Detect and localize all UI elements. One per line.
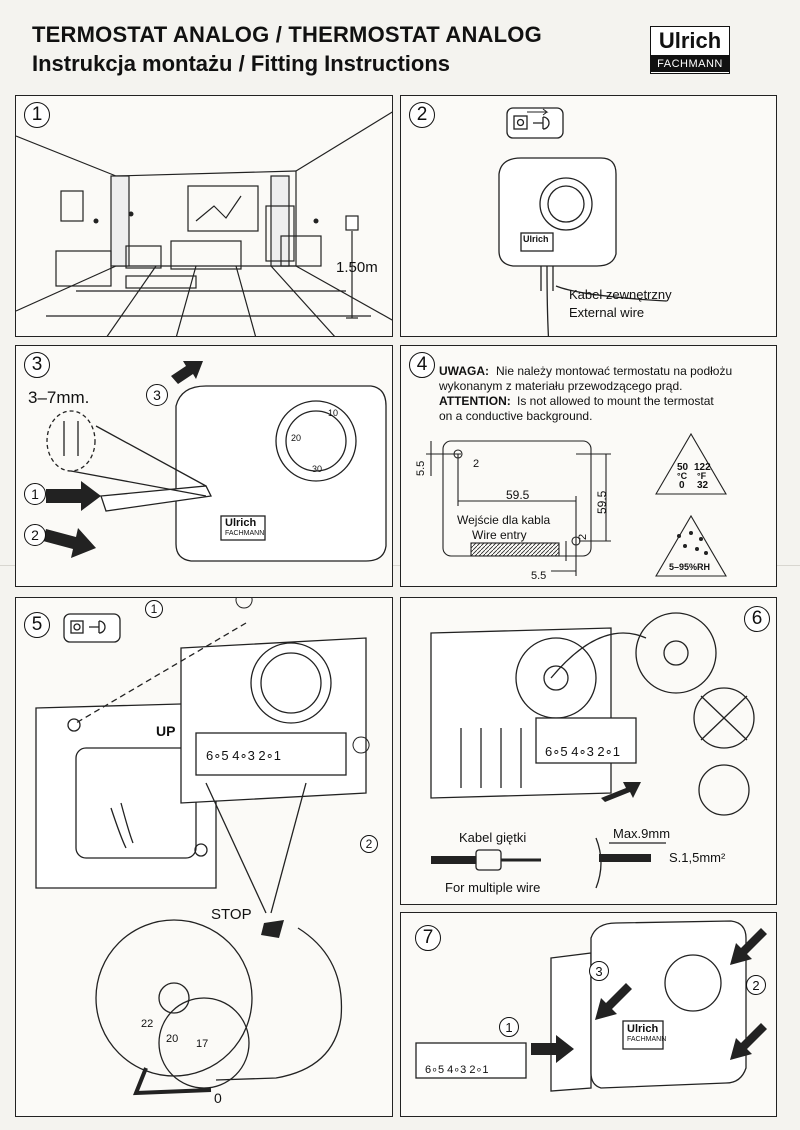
dim-2: 2 (473, 458, 480, 470)
temp-celsius-min: 0 (679, 480, 685, 491)
dial-label: 10 (328, 408, 339, 418)
callout-1: 1 (145, 600, 163, 618)
callout-2: 2 (746, 975, 766, 995)
strip-length: 3–7mm. (28, 388, 90, 407)
header: TERMOSTAT ANALOG / THERMOSTAT ANALOG Ins… (32, 22, 772, 82)
dial-label: 20 (166, 1033, 179, 1045)
cable-label-pl: Kabel giętki (459, 830, 527, 845)
logo-sub: FACHMANN (651, 55, 729, 72)
terminal-strip: 6∘5 4∘3 2∘1 (206, 748, 282, 763)
temp-celsius-max: 50 (677, 462, 689, 473)
step-1-panel: 1 1.50m (15, 95, 393, 337)
up-marker: UP (156, 723, 176, 739)
step-number: 4 (409, 352, 435, 378)
warning-text-pl-2: wykonanym z materiału przewodzącego prąd… (439, 379, 683, 393)
dial-label: 17 (196, 1038, 209, 1050)
dim-5-5-vertical: 5.5 (415, 460, 427, 476)
mounting-height: 1.50m (336, 259, 378, 276)
dial-label: 20 (291, 433, 302, 443)
cover-removal-illustration (43, 361, 387, 562)
step-3-panel: 3 3–7mm. 1 2 3 Ulrich FACHMANN 10 20 30 (15, 345, 393, 587)
cover-brand-sub: FACHMANN (627, 1036, 667, 1043)
step-number: 7 (415, 925, 441, 951)
warning-label-en: ATTENTION: (439, 394, 511, 408)
wire-label-en: External wire (569, 305, 645, 320)
dimension-drawing (426, 432, 727, 577)
callout-2: 2 (360, 835, 378, 853)
stop-label: STOP (211, 906, 252, 923)
cover-brand-sub: FACHMANN (225, 530, 265, 537)
temp-celsius-unit: °C (677, 471, 688, 481)
page-subtitle: Instrukcja montażu / Fitting Instruction… (32, 51, 451, 76)
max-strip-length: Max.9mm (613, 826, 671, 841)
wire-entry-pl: Wejście dla kabla (457, 513, 551, 527)
cover-closing-illustration (415, 920, 767, 1092)
wiring-illustration (35, 598, 370, 1096)
callout-3: 3 (589, 961, 609, 981)
wire-section: S.1,5mm² (669, 850, 726, 865)
warning-label-pl: UWAGA: (439, 364, 489, 378)
callout-1: 1 (499, 1017, 519, 1037)
arrow-3-callout: 3 (146, 384, 168, 406)
wire-connection-illustration (430, 612, 755, 889)
page-title: TERMOSTAT ANALOG / THERMOSTAT ANALOG (32, 22, 542, 47)
step-number: 5 (24, 612, 50, 638)
step-6-panel: 6 6∘5 4∘3 2∘1 Kabel giętki For multiple … (400, 597, 777, 905)
humidity-range: 5–95%RH (669, 562, 711, 572)
cover-brand: Ulrich (225, 517, 257, 529)
dim-2-vertical: 2 (577, 533, 589, 540)
thermostat-illustration (498, 107, 667, 336)
step-number: 1 (24, 102, 50, 128)
dim-5-5-bottom: 5.5 (531, 570, 547, 582)
step-7-panel: 7 6∘5 4∘3 2∘1 1 2 3 Ulrich FACHMANN (400, 912, 777, 1117)
temp-fahrenheit-min: 32 (697, 480, 709, 491)
warning-text-en-1: Is not allowed to mount the termostat (517, 394, 714, 408)
dial-label: 30 (312, 464, 323, 474)
room-illustration (16, 111, 392, 336)
logo-brand: Ulrich (658, 28, 722, 53)
dial-label: 22 (141, 1018, 154, 1030)
dim-59-5-horizontal: 59.5 (506, 488, 530, 502)
step-4-panel: 4 UWAGA: Nie należy montować termostatu … (400, 345, 777, 587)
cover-brand: Ulrich (627, 1023, 659, 1035)
step-2-panel: 2 Ulrich Kabel zewnętrzny External wire (400, 95, 777, 337)
wire-label-pl: Kabel zewnętrzny (569, 287, 672, 302)
warning-text-en-2: on a conductive background. (439, 409, 593, 423)
step-number: 2 (409, 102, 435, 128)
wire-entry-en: Wire entry (472, 528, 527, 542)
cable-label-en: For multiple wire (445, 880, 541, 895)
warning-text-pl-1: Nie należy montować termostatu na podłoż… (496, 364, 733, 378)
terminal-strip: 6∘5 4∘3 2∘1 (425, 1064, 489, 1076)
dim-59-5-vertical: 59.5 (595, 490, 609, 514)
temp-fahrenheit-max: 122 (694, 462, 711, 473)
brand-logo: Ulrich FACHMANN (650, 26, 730, 74)
arrow-2-callout: 2 (24, 524, 46, 546)
temp-fahrenheit-unit: °F (697, 471, 707, 481)
zero-label: 0 (214, 1090, 222, 1106)
step-number: 6 (744, 606, 770, 632)
step-5-panel: 5 1 UP 6∘5 4∘3 2∘1 2 STOP 2 (15, 597, 393, 1117)
terminal-strip: 6∘5 4∘3 2∘1 (545, 744, 621, 759)
arrow-1-callout: 1 (24, 483, 46, 505)
thermostat-brand: Ulrich (523, 234, 549, 244)
step-number: 3 (24, 352, 50, 378)
